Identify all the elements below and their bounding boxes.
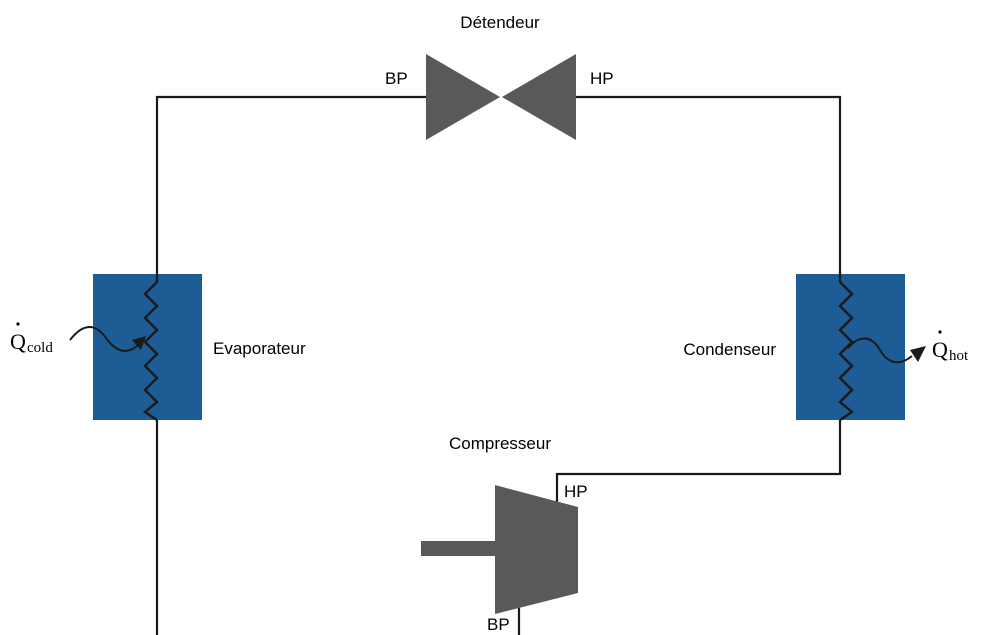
- condenser: Q hot Condenseur: [683, 274, 969, 421]
- evaporator-coil: [142, 274, 159, 421]
- valve-right-triangle: [502, 54, 576, 140]
- condenser-coil: [838, 274, 855, 421]
- evaporator-heat-wave: [69, 326, 141, 352]
- evaporator: Q cold Evaporateur: [10, 274, 306, 421]
- evaporator-heat-arrowhead: [132, 336, 146, 350]
- compressor: Compresseur HP BP: [421, 434, 588, 634]
- pipe-valve-to-condenser: [576, 95, 842, 274]
- q-cold-dot: [16, 322, 20, 326]
- condenser-heat-wave: [847, 337, 913, 364]
- compressor-hp-label: HP: [564, 482, 588, 501]
- compressor-shaft: [421, 541, 497, 556]
- valve-left-triangle: [426, 54, 500, 140]
- expansion-valve-label: Détendeur: [460, 13, 540, 32]
- q-hot-symbol: Q: [932, 337, 948, 362]
- expansion-valve: Détendeur BP HP: [385, 13, 614, 140]
- condenser-heat-arrowhead: [910, 346, 926, 362]
- q-hot-subscript: hot: [949, 348, 969, 364]
- valve-hp-label: HP: [590, 69, 614, 88]
- condenser-label: Condenseur: [683, 340, 776, 359]
- compressor-label: Compresseur: [449, 434, 551, 453]
- q-cold-subscript: cold: [27, 340, 53, 356]
- valve-bp-label: BP: [385, 69, 408, 88]
- compressor-body: [495, 485, 578, 614]
- pipe-condenser-to-compressor: [555, 420, 842, 502]
- q-hot-dot: [938, 330, 942, 334]
- compressor-bp-label: BP: [487, 615, 510, 634]
- pipe-evaporator-to-valve: [155, 95, 428, 274]
- evaporator-label: Evaporateur: [213, 339, 306, 358]
- q-cold-symbol: Q: [10, 329, 26, 354]
- condenser-body: [796, 274, 905, 420]
- evaporator-body: [93, 274, 202, 420]
